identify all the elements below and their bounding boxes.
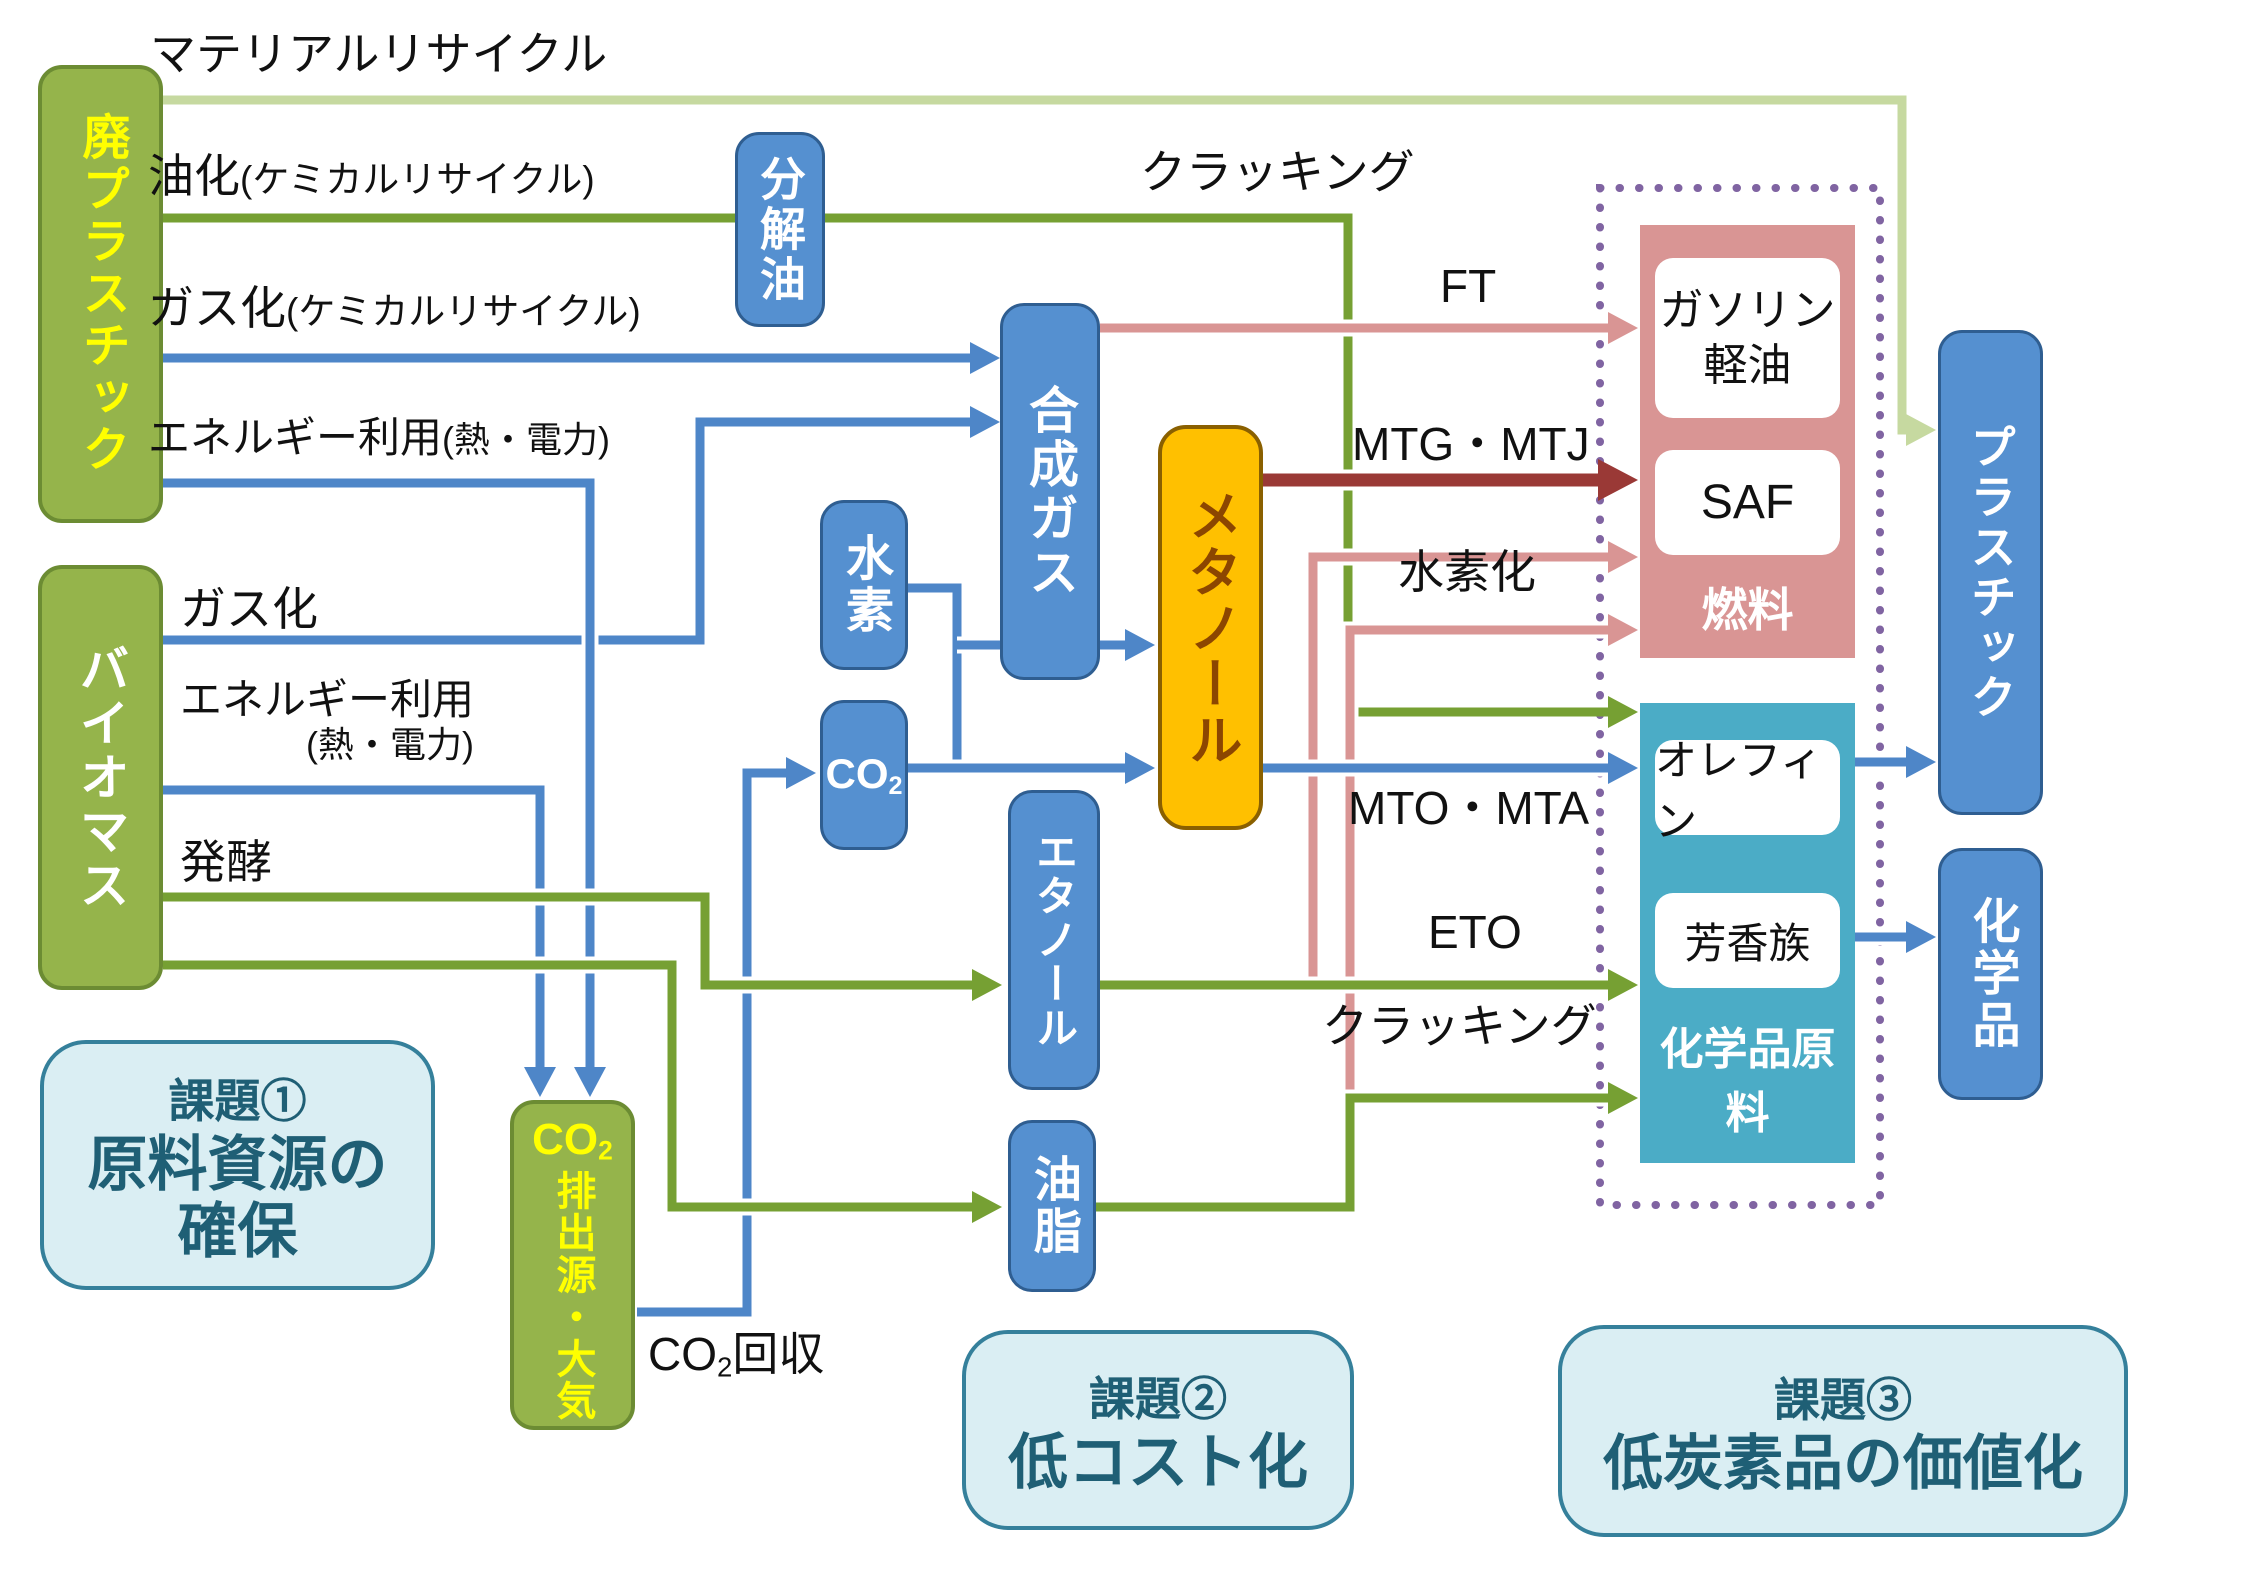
label-eto: ETO: [1428, 906, 1522, 958]
label-gasification-chemical: ガス化(ケミカルリサイクル): [148, 282, 641, 334]
label-oilification: 油化(ケミカルリサイクル): [148, 150, 595, 202]
flow-mto-mta: [1263, 752, 1638, 784]
node-methanol: メタノール: [1158, 425, 1263, 830]
chem-group-label: 化学品原料: [1659, 1025, 1836, 1138]
card-aromatics: 芳香族: [1655, 893, 1840, 988]
flow-gasification-chemical: [163, 342, 1000, 374]
label-ft: FT: [1440, 260, 1497, 312]
olefin-label: オレフィン: [1655, 736, 1823, 845]
cracked-oil-label: 分解油: [754, 154, 806, 305]
challenge-2-text: 低コスト化: [1008, 1429, 1308, 1497]
card-gasoline-diesel: ガソリン 軽油: [1655, 258, 1840, 418]
label-co2-capture: CO2回収: [648, 1328, 825, 1383]
label-material-recycle: マテリアルリサイクル: [150, 28, 608, 80]
node-co2-emission-source: CO2 排出源・大気: [510, 1100, 635, 1430]
oils-label: 油脂: [1026, 1154, 1079, 1258]
node-plastic: プラスチック: [1938, 330, 2043, 815]
flow-aromatics-to-chemicals: [1855, 921, 1936, 953]
node-chemicals: 化学品: [1938, 848, 2043, 1100]
label-fermentation: 発酵: [180, 836, 272, 888]
label-cracking-top: クラッキング: [1140, 146, 1415, 198]
challenge-1-text: 原料資源の: [87, 1130, 388, 1198]
ethanol-label: エタノール: [1030, 830, 1078, 1050]
card-saf: SAF: [1655, 450, 1840, 555]
flow-energy-use-plastic: [163, 474, 606, 1097]
node-ethanol: エタノール: [1008, 790, 1100, 1090]
label-cracking-bottom: クラッキング: [1322, 1000, 1597, 1052]
label-energy-use-biomass: エネルギー利用 (熱・電力): [180, 676, 475, 766]
biomass-label: バイオマス: [72, 642, 129, 913]
gasoline-label: ガソリン: [1659, 286, 1836, 335]
co2-source-label: 排出源・大気: [550, 1169, 595, 1422]
co2-label: CO2: [825, 749, 903, 800]
label-gasification-biomass: ガス化: [180, 583, 318, 635]
diesel-label: 軽油: [1703, 341, 1792, 390]
hydrogen-label: 水素: [838, 533, 891, 637]
flow-olefin-to-plastic: [1855, 746, 1936, 778]
flow-hydrogenation-ethanol: [1304, 541, 1638, 985]
flow-ft: [1100, 312, 1638, 344]
challenge-2-box: 課題② 低コスト化: [962, 1330, 1354, 1530]
card-olefin: オレフィン: [1655, 737, 1840, 845]
flow-material-recycle: [163, 95, 1936, 446]
challenge-1-text2: 確保: [177, 1198, 298, 1265]
label-mtg-mtj: MTG・MTJ: [1352, 418, 1590, 470]
saf-label: SAF: [1700, 476, 1795, 529]
flow-oils-cracking: [1095, 1082, 1638, 1216]
challenge-3-box: 課題③ 低炭素品の価値化: [1558, 1325, 2128, 1537]
node-waste-plastic: 廃プラスチック: [38, 65, 163, 523]
node-cracked-oil: 分解油: [735, 132, 825, 327]
syngas-label: 合成ガス: [1022, 383, 1078, 600]
flow-co2-to-methanol: [908, 752, 1155, 784]
node-biomass: バイオマス: [38, 565, 163, 990]
chemicals-label: 化学品: [1964, 896, 2018, 1052]
node-co2: CO2: [820, 700, 908, 850]
group-fuel: ガソリン 軽油 SAF 燃料: [1640, 225, 1855, 658]
flow-hydrogenation-oils: [1341, 614, 1638, 1093]
flow-eto: [1100, 969, 1638, 1001]
label-hydrogenation: 水素化: [1398, 546, 1536, 598]
plastic-label: プラスチック: [1964, 422, 2017, 723]
label-mto-mta: MTO・MTA: [1348, 782, 1590, 834]
node-hydrogen: 水素: [820, 500, 908, 670]
flow-fermentation: [163, 888, 1002, 1001]
fuel-group-label: 燃料: [1701, 584, 1794, 636]
waste-plastic-label: 廃プラスチック: [74, 112, 128, 476]
challenge-1-no: 課題①: [168, 1074, 307, 1127]
node-oils: 油脂: [1008, 1120, 1096, 1292]
challenge-3-no: 課題③: [1774, 1374, 1912, 1427]
flow-mtg-mtj: [1263, 459, 1638, 501]
challenge-1-box: 課題① 原料資源の 確保: [40, 1040, 435, 1290]
challenge-2-no: 課題②: [1089, 1373, 1227, 1426]
flow-biomass-to-oils: [163, 956, 1002, 1223]
label-energy-use-plastic: エネルギー利用(熱・電力): [148, 414, 610, 461]
challenge-3-text: 低炭素品の価値化: [1603, 1430, 2083, 1498]
methanol-label: メタノール: [1180, 487, 1240, 768]
group-chemical-feedstock: オレフィン 芳香族 化学品原料: [1640, 703, 1855, 1163]
node-syngas: 合成ガス: [1000, 303, 1100, 680]
co2-source-formula: CO2: [532, 1115, 613, 1166]
aromatics-label: 芳香族: [1684, 920, 1811, 967]
flow-co2-capture: [637, 757, 816, 1321]
flow-gasification-biomass: [163, 406, 1000, 649]
low-carbon-products-dotted-frame: [1596, 184, 1884, 1209]
flow-energy-use-biomass: [163, 781, 556, 1097]
